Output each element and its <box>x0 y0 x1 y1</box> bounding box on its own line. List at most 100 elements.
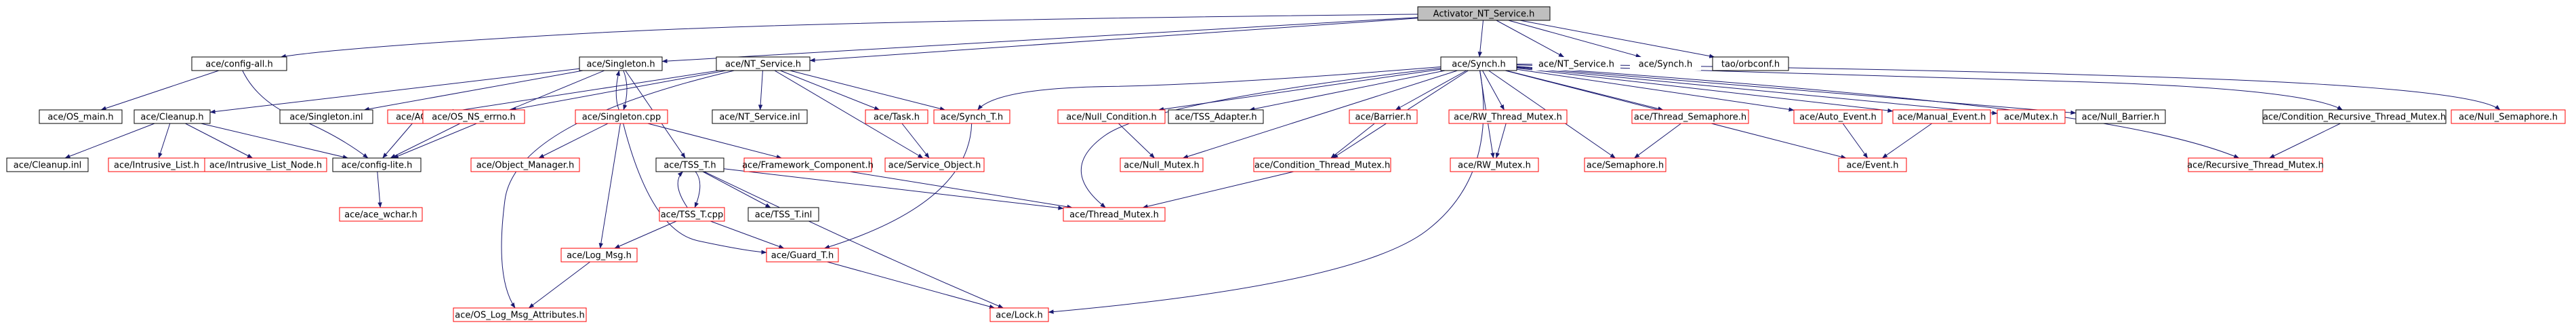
edge-framework_component-to-thread_mutex <box>849 171 1073 209</box>
edge-synch_h-to-rw_thread_mutex <box>1482 70 1505 111</box>
node-intrusive-list[interactable]: ace/Intrusive_List.h <box>108 157 205 172</box>
node-tss-adapter[interactable]: ace/TSS_Adapter.h <box>1168 109 1264 124</box>
node-label: ace/Null_Semaphore.h <box>2459 113 2558 123</box>
node-label: ace/Null_Condition.h <box>1066 113 1157 123</box>
node-null-semaphore[interactable]: ace/Null_Semaphore.h <box>2451 109 2566 124</box>
edge-root-to-config_all <box>280 14 1418 58</box>
node-ace-wchar[interactable]: ace/ace_wchar.h <box>339 207 423 222</box>
node-box <box>2262 109 2447 124</box>
node-config-all[interactable]: ace/config-all.h <box>191 56 287 71</box>
node-singleton-cpp[interactable]: ace/Singleton.cpp <box>575 109 668 124</box>
node-framework-component[interactable]: ace/Framework_Component.h <box>742 157 874 172</box>
node-thread-mutex[interactable]: ace/Thread_Mutex.h <box>1063 207 1166 222</box>
node-box <box>1057 109 1166 124</box>
node-label: ace/Lock.h <box>996 311 1043 321</box>
node-auto-event[interactable]: ace/Auto_Event.h <box>1793 109 1883 124</box>
edge-ace_h-to-config_lite <box>382 123 413 159</box>
node-label: ace/Barrier.h <box>1355 113 1412 123</box>
node-cond-thread-mutex[interactable]: ace/Condition_Thread_Mutex.h <box>1253 157 1391 172</box>
node-label: ace/Auto_Event.h <box>1799 113 1877 123</box>
node-log-msg[interactable]: ace/Log_Msg.h <box>560 248 638 263</box>
edge-synch_h-to-mutex_h <box>1516 66 1998 115</box>
node-tss-t-h[interactable]: ace/TSS_T.h <box>655 157 724 172</box>
node-lock-h[interactable]: ace/Lock.h <box>989 307 1049 322</box>
edge-task_h-to-service_object <box>901 123 930 159</box>
node-null-barrier[interactable]: ace/Null_Barrier.h <box>2075 109 2166 124</box>
node-service-object[interactable]: ace/Service_Object.h <box>884 157 985 172</box>
node-label: ace/Thread_Semaphore.h <box>1634 113 1746 123</box>
node-recursive-thread-mutex[interactable]: ace/Recursive_Thread_Mutex.h <box>2187 157 2324 172</box>
edge-synch_t_h-to-guard_t <box>824 123 973 249</box>
node-object-manager[interactable]: ace/Object_Manager.h <box>470 157 580 172</box>
node-task-h[interactable]: ace/Task.h <box>865 109 928 124</box>
node-synch-h[interactable]: ace/Synch.h <box>1440 56 1517 71</box>
node-semaphore-h[interactable]: ace/Semaphore.h <box>1584 157 1667 172</box>
node-rw-thread-mutex[interactable]: ace/RW_Thread_Mutex.h <box>1448 109 1568 124</box>
edge-rw_thread_mutex-to-rw_mutex <box>1495 123 1507 159</box>
node-label: ace/NT_Service.h <box>725 60 801 70</box>
edge-cleanup_h-to-intrusive_list_node <box>185 123 253 159</box>
node-box <box>2075 109 2166 124</box>
node-box <box>989 307 1049 322</box>
node-guard-t[interactable]: ace/Guard_T.h <box>766 248 839 263</box>
node-box <box>1253 157 1391 172</box>
node-mutex-h[interactable]: ace/Mutex.h <box>1997 109 2066 124</box>
edge-os_ns_errno-to-config_lite <box>390 123 461 159</box>
node-label: ace/Event.h <box>1846 161 1898 171</box>
node-box <box>712 109 808 124</box>
node-os-ns-errno[interactable]: ace/OS_NS_errno.h <box>422 109 525 124</box>
node-config-lite[interactable]: ace/config-lite.h <box>332 157 422 172</box>
edge-nt_service_h-to-nt_service_inl <box>758 70 763 111</box>
node-label: ace/Semaphore.h <box>1587 161 1664 171</box>
node-cleanup-inl[interactable]: ace/Cleanup.inl <box>6 157 89 172</box>
node-box <box>1838 157 1907 172</box>
node-thread-semaphore[interactable]: ace/Thread_Semaphore.h <box>1631 109 1749 124</box>
node-singleton-h[interactable]: ace/Singleton.h <box>579 56 663 71</box>
node-box <box>339 207 423 222</box>
node-box <box>191 56 287 71</box>
node-box <box>659 207 725 222</box>
node-label: Activator_NT_Service.h <box>1433 9 1535 20</box>
node-box <box>1631 109 1749 124</box>
node-nt-service-plain[interactable]: ace/NT_Service.h <box>1532 57 1620 71</box>
node-label: ace/Synch.h <box>1452 60 1505 70</box>
edge-singleton_cpp-to-log_msg <box>598 123 621 249</box>
node-tss-t-inl[interactable]: ace/TSS_T.inl <box>748 207 819 222</box>
node-synch-plain[interactable]: ace/Synch.h <box>1630 57 1701 71</box>
edge-synch_h-to-null_semaphore <box>1516 64 2501 111</box>
node-box <box>1440 56 1517 71</box>
node-null-mutex[interactable]: ace/Null_Mutex.h <box>1120 157 1204 172</box>
node-root[interactable]: Activator_NT_Service.h <box>1417 6 1551 21</box>
node-intrusive-list-node[interactable]: ace/Intrusive_List_Node.h <box>204 157 327 172</box>
node-os-main[interactable]: ace/OS_main.h <box>39 109 123 124</box>
edge-synch_h-to-thread_mutex <box>1080 68 1442 208</box>
edge-nt_service_h-to-os_log_msg_attr <box>501 70 735 309</box>
node-synch-t-h[interactable]: ace/Synch_T.h <box>933 109 1010 124</box>
node-cond-recursive[interactable]: ace/Condition_Recursive_Thread_Mutex.h <box>2262 109 2447 124</box>
node-orbconf[interactable]: tao/orbconf.h <box>1712 56 1789 71</box>
node-nt-service-inl[interactable]: ace/NT_Service.inl <box>712 109 808 124</box>
node-barrier-h[interactable]: ace/Barrier.h <box>1349 109 1418 124</box>
node-label: ace/Guard_T.h <box>771 251 834 261</box>
node-event-h[interactable]: ace/Event.h <box>1838 157 1907 172</box>
node-cleanup-h[interactable]: ace/Cleanup.h <box>134 109 211 124</box>
node-null-condition[interactable]: ace/Null_Condition.h <box>1057 109 1166 124</box>
edge-synch_h-to-lock_h <box>1048 70 1484 314</box>
node-box <box>422 109 525 124</box>
node-rw-mutex[interactable]: ace/RW_Mutex.h <box>1450 157 1539 172</box>
edge-cleanup_h-to-config_lite <box>201 123 348 159</box>
node-manual-event[interactable]: ace/Manual_Event.h <box>1892 109 1991 124</box>
edge-root-to-synch_plain <box>1508 20 1641 58</box>
edge-barrier_h-to-cond_thread_mutex <box>1330 123 1375 159</box>
node-tss-t-cpp[interactable]: ace/TSS_T.cpp <box>659 207 725 222</box>
edge-tss_t_cpp-to-guard_t <box>710 220 785 249</box>
node-label: ace/Recursive_Thread_Mutex.h <box>2187 161 2324 171</box>
node-box <box>1892 109 1991 124</box>
node-nt-service-h[interactable]: ace/NT_Service.h <box>716 56 811 71</box>
node-label: ace/config-all.h <box>205 60 273 70</box>
node-label: ace/Condition_Thread_Mutex.h <box>1254 161 1390 171</box>
edge-cond_recursive-to-recursive_thread_mutex <box>2269 123 2341 159</box>
node-box <box>1584 157 1667 172</box>
node-singleton-inl[interactable]: ace/Singleton.inl <box>279 109 373 124</box>
node-os-log-msg-attr[interactable]: ace/OS_Log_Msg_Attributes.h <box>453 307 587 322</box>
